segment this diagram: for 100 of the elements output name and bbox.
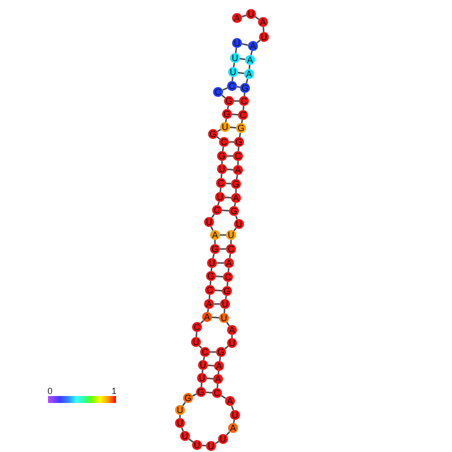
connector-line: [206, 392, 212, 394]
nucleotide-circle: U: [226, 230, 236, 240]
nucleotide-circle: G: [231, 179, 241, 189]
connector-line: [232, 76, 234, 82]
connector-line: [230, 126, 236, 128]
nucleotide-circle: G: [208, 129, 218, 139]
connector-line: [216, 276, 224, 278]
nucleotide-circle: C: [233, 151, 243, 161]
connector-line: [236, 174, 238, 180]
connector-line: [224, 196, 232, 198]
nucleotide-circle: G: [206, 271, 216, 281]
nucleotide-circle: A: [258, 17, 268, 27]
nucleotide-circle: U: [228, 67, 238, 77]
nucleotide-circle: A: [233, 165, 243, 175]
nucleotide-circle: U: [191, 337, 201, 347]
nucleotide-circle: U: [217, 164, 227, 174]
connector-line: [228, 254, 232, 258]
connector-line: [217, 262, 224, 264]
connector-line: [227, 106, 229, 110]
connector-line: [200, 382, 202, 388]
connector-line: [225, 296, 227, 300]
nucleotide-circle: C: [226, 244, 236, 254]
connector-line: [188, 438, 194, 443]
connector-line: [207, 308, 209, 312]
connector-line: [214, 290, 222, 292]
connector-line: [256, 40, 261, 44]
nucleotide-circle: G: [236, 123, 246, 133]
connector-line: [232, 114, 238, 116]
connector-line: [230, 240, 232, 244]
connector-line: [231, 335, 233, 338]
connector-line: [222, 210, 230, 212]
scale-label: 1: [112, 386, 117, 396]
connector-line: [238, 72, 244, 74]
nucleotide-circle: G: [224, 96, 234, 106]
nucleotide-circle: U: [218, 434, 228, 444]
nucleotide-circle: C: [205, 285, 215, 295]
connector-line: [214, 303, 220, 305]
connector-line: [212, 316, 220, 318]
connector-line: [234, 100, 239, 102]
connector-line: [229, 141, 234, 143]
connector-line: [233, 420, 235, 424]
nucleotide-circle: U: [246, 9, 256, 19]
nucleotide-circle: U: [227, 338, 237, 348]
connector-line: [210, 280, 212, 286]
nucleotide-circle: G: [222, 286, 232, 296]
nucleotide-circle: U: [220, 122, 230, 132]
nucleotide-circle: U: [192, 440, 202, 450]
connector-line: [221, 94, 226, 98]
connector-line: [224, 346, 229, 350]
connector-line: [218, 370, 220, 374]
nucleotide-circle: U: [220, 299, 230, 309]
nucleotide-circle: C: [227, 81, 237, 91]
connector-line: [210, 351, 216, 353]
nucleotide-circle: C: [212, 205, 222, 215]
nucleotide-circle: C: [216, 178, 226, 188]
nucleotide-circle: U: [175, 418, 185, 428]
nucleotide-circle: C: [223, 272, 233, 282]
connector-line: [238, 132, 242, 138]
connector-line: [237, 161, 239, 165]
connector-line: [248, 64, 250, 70]
connector-line: [206, 378, 214, 380]
nucleotide-circle: U: [180, 431, 190, 441]
nucleotide-circle: U: [230, 410, 240, 420]
connector-line: [221, 161, 223, 164]
nucleotide-circle: G: [216, 347, 226, 357]
connector-line: [198, 345, 202, 349]
nucleotide-circle: A: [213, 374, 223, 384]
connector-line: [202, 370, 204, 374]
nucleotide-circle: G: [217, 151, 227, 161]
connector-line: [242, 14, 246, 18]
nucleotide-circle: U: [219, 313, 229, 323]
connector-line: [228, 268, 230, 272]
connector-line: [226, 168, 234, 170]
nucleotide-circle: U: [198, 360, 208, 370]
connector-line: [214, 240, 216, 244]
connector-line: [202, 444, 206, 446]
nucleotide-circle: A: [244, 69, 254, 79]
nucleotide-circle: U: [259, 32, 269, 42]
nucleotide-circle: A: [231, 193, 241, 203]
connector-line: [234, 48, 238, 54]
connector-line: [242, 43, 248, 46]
connector-line: [225, 118, 227, 122]
nucleotide-circle: A: [228, 423, 238, 433]
nucleotide-circle: A: [232, 13, 242, 23]
connector-line: [244, 92, 246, 96]
nucleotide-circle: G: [229, 206, 239, 216]
nucleotide-circle: A: [214, 361, 224, 371]
nucleotide-circle: C: [239, 96, 249, 106]
nucleotide-circle: A: [245, 55, 255, 65]
nucleotide-circle: A: [204, 299, 214, 309]
connector-line: [222, 146, 224, 152]
nucleotide-circle: U: [215, 192, 225, 202]
connector-line: [203, 356, 205, 360]
connector-line: [236, 86, 240, 88]
nucleotide-circle: U: [207, 258, 217, 268]
nucleotide-circle: A: [224, 258, 234, 268]
connector-line: [216, 384, 218, 388]
connector-line: [226, 182, 232, 184]
connector-line: [230, 405, 234, 411]
connector-line: [220, 248, 226, 250]
